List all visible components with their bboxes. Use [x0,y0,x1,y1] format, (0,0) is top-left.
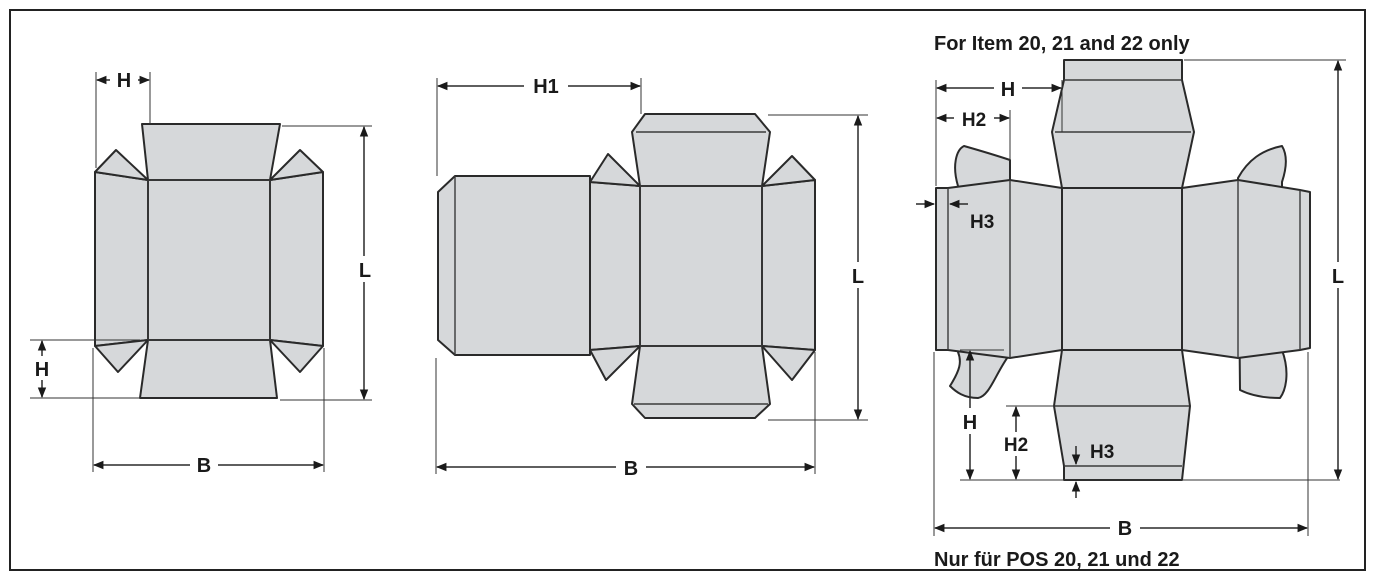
blank-2-corner-tab [589,345,641,381]
blank-3-dim-h3-bottom: H3 [1090,442,1114,463]
blank-3-vertical-band [1051,59,1195,189]
blank-3-dim-h2-top: H2 [962,110,986,131]
blank-1: H H L B [30,70,376,477]
blank-1-bottom-flap [139,339,278,399]
blank-2-dim-l: L [852,266,864,288]
blank-1-corner-tab [269,339,324,373]
blank-3-dim-h: H [1001,79,1015,101]
blank-2-corner-tab [589,153,641,187]
blank-3-bottom-flap [1053,349,1191,481]
blank-2-top-flap [631,113,771,187]
blank-2-dim-h1: H1 [533,76,559,98]
blank-3-dim-h-left: H [963,412,977,434]
blank-2-side-panel [761,179,816,351]
blank-3-dim-h2-bottom: H2 [1004,435,1028,456]
blank-1-corner-tab [94,339,149,373]
blank-2-side-panel [589,181,641,351]
blank-3-center-panel [1061,187,1183,351]
blank-1-dim-h-top: H [117,70,131,92]
blank-2-corner-tab [761,345,816,381]
blank-1-left-panel [94,171,149,347]
blank-3-dim-l: L [1332,266,1344,288]
blank-1-dim-h-bottom: H [35,359,49,381]
blank-2-bottom-flap [631,345,771,419]
blank-2-corner-tab [761,155,816,187]
blank-3: For Item 20, 21 and 22 only H H2 [916,33,1349,571]
blank-3-dim-h3-left: H3 [970,212,994,233]
blank-2-center-panel [639,185,763,347]
blank-1-top-flap [141,123,281,181]
blank-1-center-panel [147,179,271,341]
footer-note: Nur für POS 20, 21 und 22 [934,549,1180,571]
blank-1-corner-tab [269,149,324,181]
blank-2-left-panel [437,175,591,356]
blank-1-dim-l: L [359,260,371,282]
blank-3-dim-b: B [1118,518,1132,540]
blank-1-right-panel [269,171,324,347]
blank-1-corner-tab [94,149,149,181]
blank-1-dim-b: B [197,455,211,477]
header-note: For Item 20, 21 and 22 only [934,33,1191,55]
blank-2: H1 L B [435,75,869,480]
blank-2-dim-b: B [624,458,638,480]
